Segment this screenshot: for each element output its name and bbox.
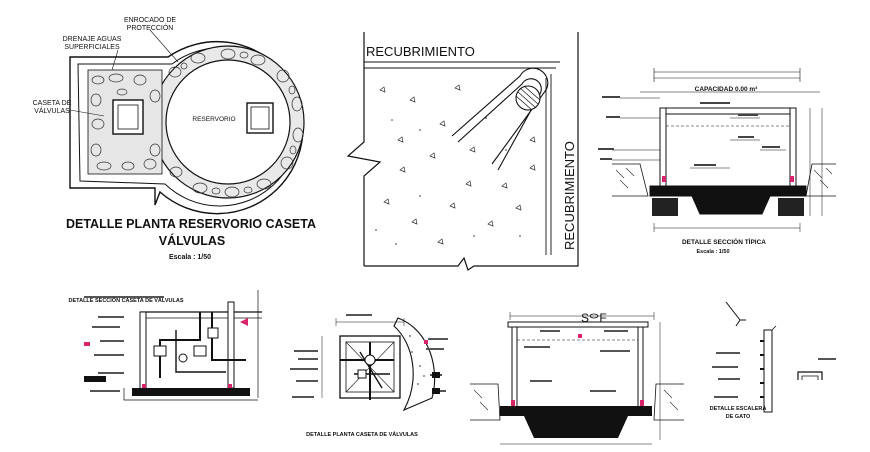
reservoir-plan-view: ENROCADO DE PROTECCIÓN DRENAJE AGUAS SUP… — [33, 17, 316, 261]
hatch-block — [84, 376, 106, 382]
svg-text:S: S — [581, 311, 589, 325]
coverage-label-side: RECUBRIMIENTO — [562, 141, 577, 250]
valve-casing-section: DETALLE SECCIÓN CASETA DE VÁLVULAS — [69, 290, 262, 401]
label-caseta-1: CASETA DE — [33, 100, 72, 107]
coverage-label-top: RECUBRIMIENTO — [366, 44, 475, 59]
ladder-detail: DETALLE ESCALERA DE GATO — [710, 301, 836, 420]
plan-title-line2: VÁLVULAS — [159, 233, 225, 248]
rebar-section — [515, 85, 541, 111]
section-title: DETALLE SECCIÓN TÍPICA — [682, 237, 766, 246]
label-drenaje-1: DRENAJE AGUAS — [63, 36, 122, 43]
label-enrocado-2: PROTECCIÓN — [127, 23, 174, 32]
plan-scale: Escala : 1/50 — [169, 254, 211, 261]
svg-text:F: F — [599, 311, 606, 325]
plan-title-line1: DETALLE PLANTA RESERVORIO CASETA — [66, 217, 316, 231]
label-reservorio: RESERVORIO — [192, 116, 235, 123]
corner-coverage-detail: RECUBRIMIENTO RECUBRIMIENTO — [346, 32, 579, 271]
capacity-label: CAPACIDAD 0.00 m³ — [695, 86, 759, 93]
valve-plan-title: DETALLE PLANTA CASETA DE VÁLVULAS — [306, 431, 418, 438]
valve-section-title: DETALLE SECCIÓN CASETA DE VÁLVULAS — [69, 296, 184, 304]
ladder-title-line2: DE GATO — [726, 414, 751, 420]
label-enrocado-1: ENROCADO DE — [124, 17, 176, 24]
label-caseta-2: VÁLVULAS — [34, 106, 70, 115]
label-drenaje-2: SUPERFICIALES — [64, 44, 120, 51]
reservoir-section: S F — [470, 311, 684, 445]
reservoir-circle — [165, 59, 291, 185]
ladder-title-line1: DETALLE ESCALERA — [710, 406, 767, 412]
typical-section-detail: CAPACIDAD 0.00 m³ — [598, 68, 836, 255]
valve-casing-plan: DETALLE PLANTA CASETA DE VÁLVULAS — [290, 314, 448, 438]
section-scale: Escala : 1/50 — [696, 249, 729, 255]
